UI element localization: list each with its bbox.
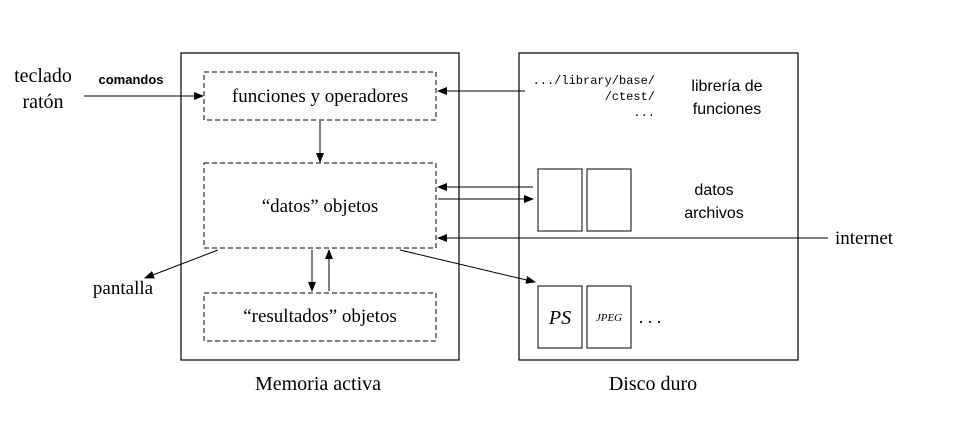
library-path-line1: .../library/base/ (533, 74, 655, 88)
ps-file (537, 285, 583, 349)
data-file-1 (537, 168, 583, 232)
library-label-line1: librería de (691, 78, 762, 95)
disk-title: Disco duro (609, 373, 697, 395)
disk-box (518, 52, 799, 361)
data-files-label-line2: archivos (684, 205, 744, 222)
results-dashed-box (203, 292, 437, 342)
commands-label: comandos (98, 72, 163, 87)
jpeg-file-label: JPEG (596, 312, 622, 324)
data-box-label: “datos” objetos (262, 196, 379, 217)
memory-title: Memoria activa (255, 373, 381, 395)
library-label-line2: funciones (693, 101, 762, 118)
more-files-ellipsis: . . . (639, 307, 662, 327)
data-dashed-box (203, 162, 437, 249)
library-path-line2: /ctest/ (605, 90, 655, 104)
data-file-2 (586, 168, 632, 232)
functions-dashed-box (203, 71, 437, 121)
ps-file-label: PS (548, 307, 571, 329)
internet-label: internet (835, 228, 894, 249)
jpeg-file (586, 285, 632, 349)
data-to-graphics-arrow (399, 249, 536, 284)
device-label-line2: ratón (22, 91, 63, 113)
functions-box-label: funciones y operadores (232, 86, 408, 107)
data-to-screen-arrow (144, 249, 219, 279)
memory-box (180, 52, 460, 361)
library-path-line3: ... (633, 106, 655, 120)
results-box-label: “resultados” objetos (243, 306, 397, 327)
screen-label: pantalla (93, 278, 154, 299)
device-label-line1: teclado (14, 65, 72, 87)
data-files-label-line1: datos (694, 182, 733, 199)
